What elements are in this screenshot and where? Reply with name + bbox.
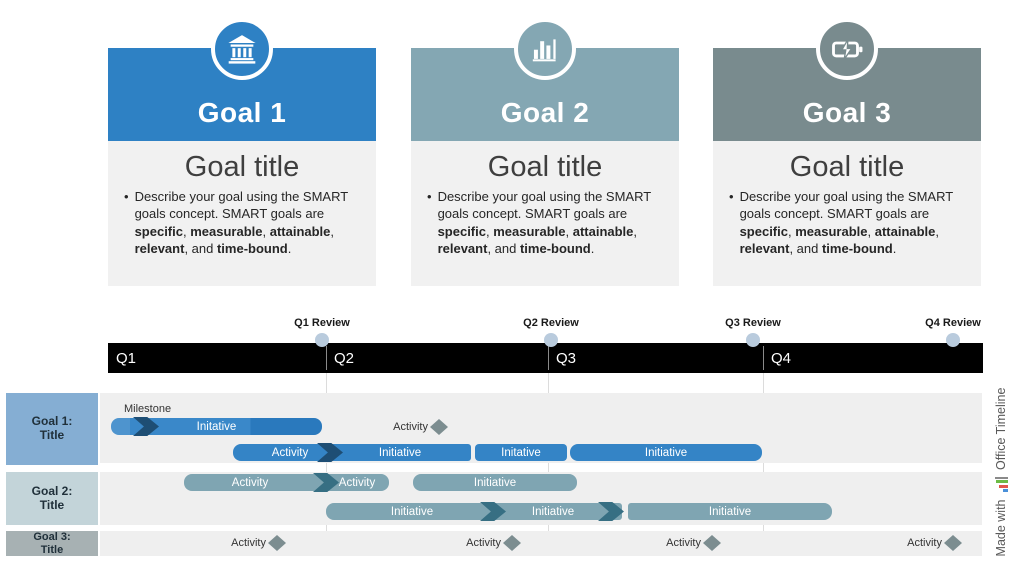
lane1-bar-initative: Initative [111, 418, 322, 435]
goal1-description: •Describe your goal using the SMART goal… [124, 189, 348, 257]
lane3-activity-label-4: Activity [907, 537, 942, 549]
lane1-chevron-marker [317, 443, 343, 462]
milestone-chevron-marker [133, 417, 159, 436]
milestone-label: Milestone [124, 403, 172, 415]
lane1-bar-initiative-3: Initiative [570, 444, 762, 461]
timeline-quarter-bar: Q1 Q2 Q3 Q4 [108, 343, 983, 373]
goal1-icon-circle [211, 18, 273, 80]
goal2-body: Goal title •Describe your goal using the… [411, 141, 679, 286]
lane3-activity-diamond-1 [268, 535, 286, 551]
battery-charging-icon [832, 39, 863, 60]
lane3-activity-diamond-2 [503, 535, 521, 551]
lane2-chevron-marker-2 [480, 502, 506, 521]
q3-review-dot [746, 333, 760, 347]
quarter-divider [326, 346, 327, 370]
lane2-bar-initiative: Initiative [413, 474, 577, 491]
q1-review-dot [315, 333, 329, 347]
goal2-icon-circle [514, 18, 576, 80]
lane3-activity-diamond-4 [944, 535, 962, 551]
lane3-activity-label-2: Activity [466, 537, 501, 549]
goal2-subtitle: Goal title [487, 151, 603, 183]
goal-card-3: Goal 3 Goal title •Describe your goal us… [713, 18, 981, 286]
goal-card-1: Goal 1 Goal title •Describe your goal us… [108, 18, 376, 286]
lane1-activity-diamond [430, 419, 448, 435]
q4-review-label: Q4 Review [925, 317, 981, 329]
office-timeline-logo-icon [994, 476, 1008, 493]
quarter-divider [763, 346, 764, 370]
lane1-label: Goal 1: Title [6, 393, 98, 465]
lane1-activity-label: Activity [393, 421, 428, 433]
goal2-title: Goal 2 [500, 97, 590, 128]
lane3-background [100, 531, 982, 556]
lane3-activity-diamond-3 [703, 535, 721, 551]
lane3-activity-label-3: Activity [666, 537, 701, 549]
goal3-subtitle: Goal title [789, 151, 905, 183]
goal3-body: Goal title •Describe your goal using the… [713, 141, 981, 286]
lane3-activity-label-1: Activity [231, 537, 266, 549]
q4-review-dot [946, 333, 960, 347]
lane2-chevron-marker-1 [313, 473, 339, 492]
lane2-bar-initiative-row2: Initiative Initiative [326, 503, 622, 520]
goal1-body: Goal title •Describe your goal using the… [108, 141, 376, 286]
gridline-q3 [548, 373, 549, 556]
q1-review-label: Q1 Review [294, 317, 350, 329]
quarter-label-q2: Q2 [334, 349, 355, 367]
quarter-label-q1: Q1 [116, 349, 137, 367]
q3-review-label: Q3 Review [725, 317, 781, 329]
goal3-title: Goal 3 [802, 97, 892, 128]
bar-chart-icon [532, 39, 556, 62]
lane2-bar-initiative-2: Initiative [628, 503, 832, 520]
goal2-description: •Describe your goal using the SMART goal… [427, 189, 651, 257]
bank-icon [228, 35, 256, 64]
lane1-bar-initative-2: Initative [475, 444, 567, 461]
gridline-q2 [326, 373, 327, 556]
quarter-divider [548, 346, 549, 370]
gridline-q4 [763, 373, 764, 556]
lane2-chevron-marker-3 [598, 502, 624, 521]
lane3-label: Goal 3: Title [6, 531, 98, 556]
goal3-description: •Describe your goal using the SMART goal… [729, 189, 953, 257]
made-with-office-timeline: Made with Office Timeline [994, 387, 1008, 557]
goal-card-2: Goal 2 Goal title •Describe your goal us… [411, 18, 679, 286]
q2-review-dot [544, 333, 558, 347]
goal3-icon-circle [816, 18, 878, 80]
quarter-label-q4: Q4 [771, 349, 792, 367]
lane2-bar-activity: Activity Activity [184, 474, 389, 491]
quarter-label-q3: Q3 [556, 349, 577, 367]
q2-review-label: Q2 Review [523, 317, 579, 329]
goal1-subtitle: Goal title [184, 151, 300, 183]
lane2-label: Goal 2: Title [6, 472, 98, 525]
goal2-header-band: Goal 2 [411, 48, 679, 141]
lane1-bar-activity-initiative: Activity Initiative [233, 444, 471, 461]
goal1-title: Goal 1 [197, 97, 287, 128]
